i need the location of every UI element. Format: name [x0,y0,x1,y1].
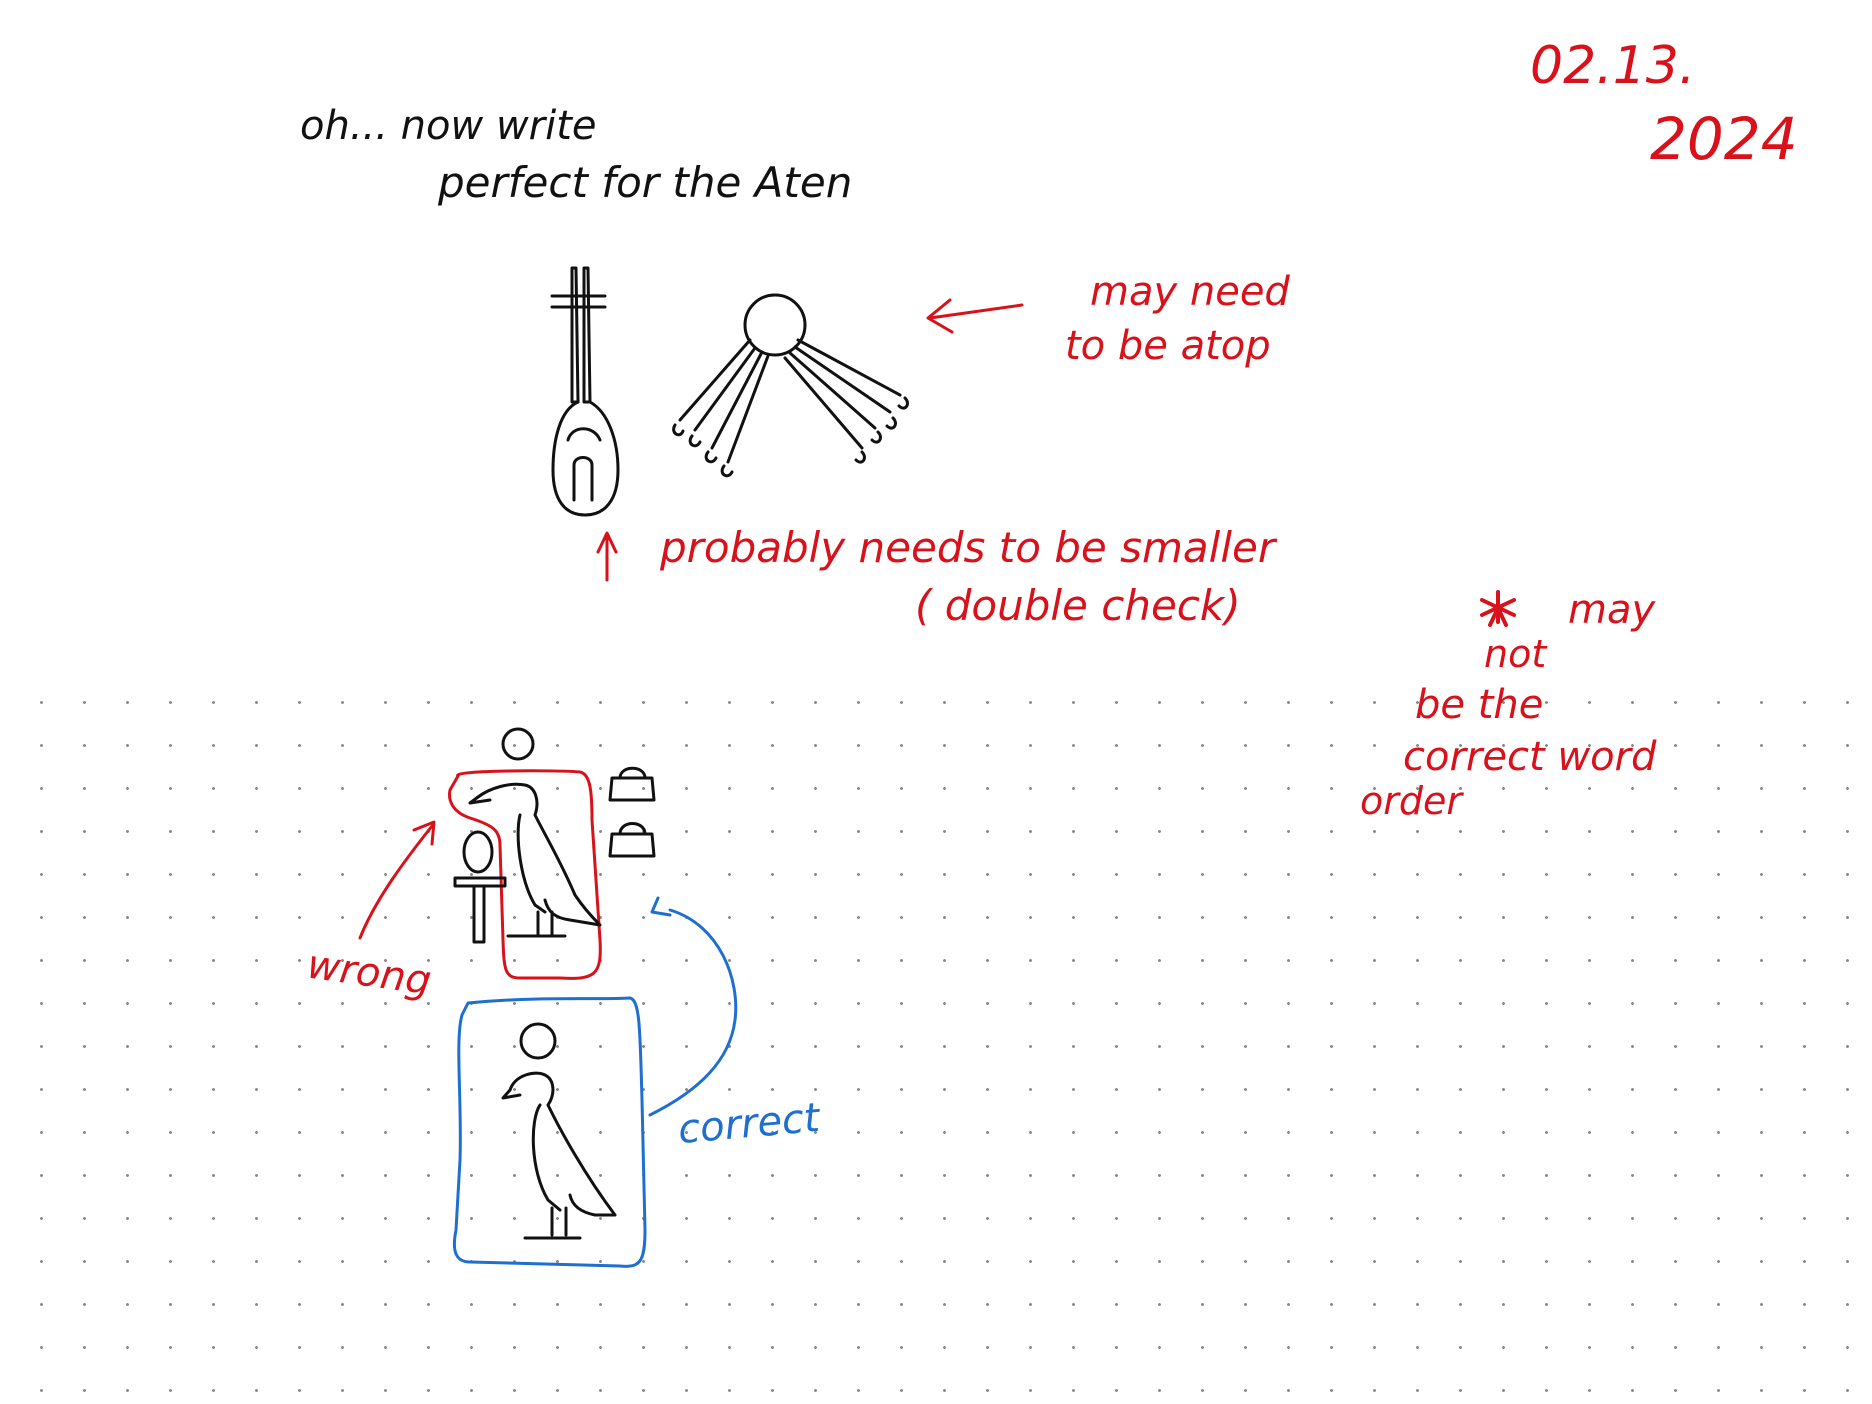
title-line-2: perfect for the Aten [438,158,853,207]
aten-sun-disk-icon [672,293,909,478]
dot-grid-background [0,700,1872,1404]
note-order: order [1360,779,1462,823]
bottom-circle-glyph-icon [519,1022,557,1060]
date-line-2: 2024 [1650,105,1798,173]
note-probably-smaller: probably needs to be smaller [660,523,1276,572]
basket-signs-icon [608,766,656,858]
note-not: not [1484,632,1547,676]
up-arrow-icon [596,531,618,582]
title-line-1: oh... now write [300,103,597,149]
note-to-be-atop: to be atop [1065,323,1271,369]
note-may: may [1568,587,1656,633]
note-double-check: ( double check) [915,581,1241,630]
top-circle-glyph-icon [501,727,535,761]
note-correct-word: correct word [1403,734,1657,780]
asterisk-star-icon [1480,590,1516,627]
wrong-arrangement-box [448,769,602,980]
correct-arrow-icon [648,896,738,1117]
wrong-arrow-icon [358,820,436,940]
vulture-bird-correct-icon [501,1071,617,1240]
correct-arrangement-box [452,996,647,1268]
arrow-to-sun-icon [926,298,1024,334]
note-may-need: may need [1090,269,1290,315]
vulture-bird-icon [468,782,602,938]
date-line-1: 02.13. [1530,36,1696,96]
ankh-icon [453,830,507,944]
note-be-the: be the [1415,682,1544,728]
sceptre-spoon-glyph-icon [550,266,620,517]
